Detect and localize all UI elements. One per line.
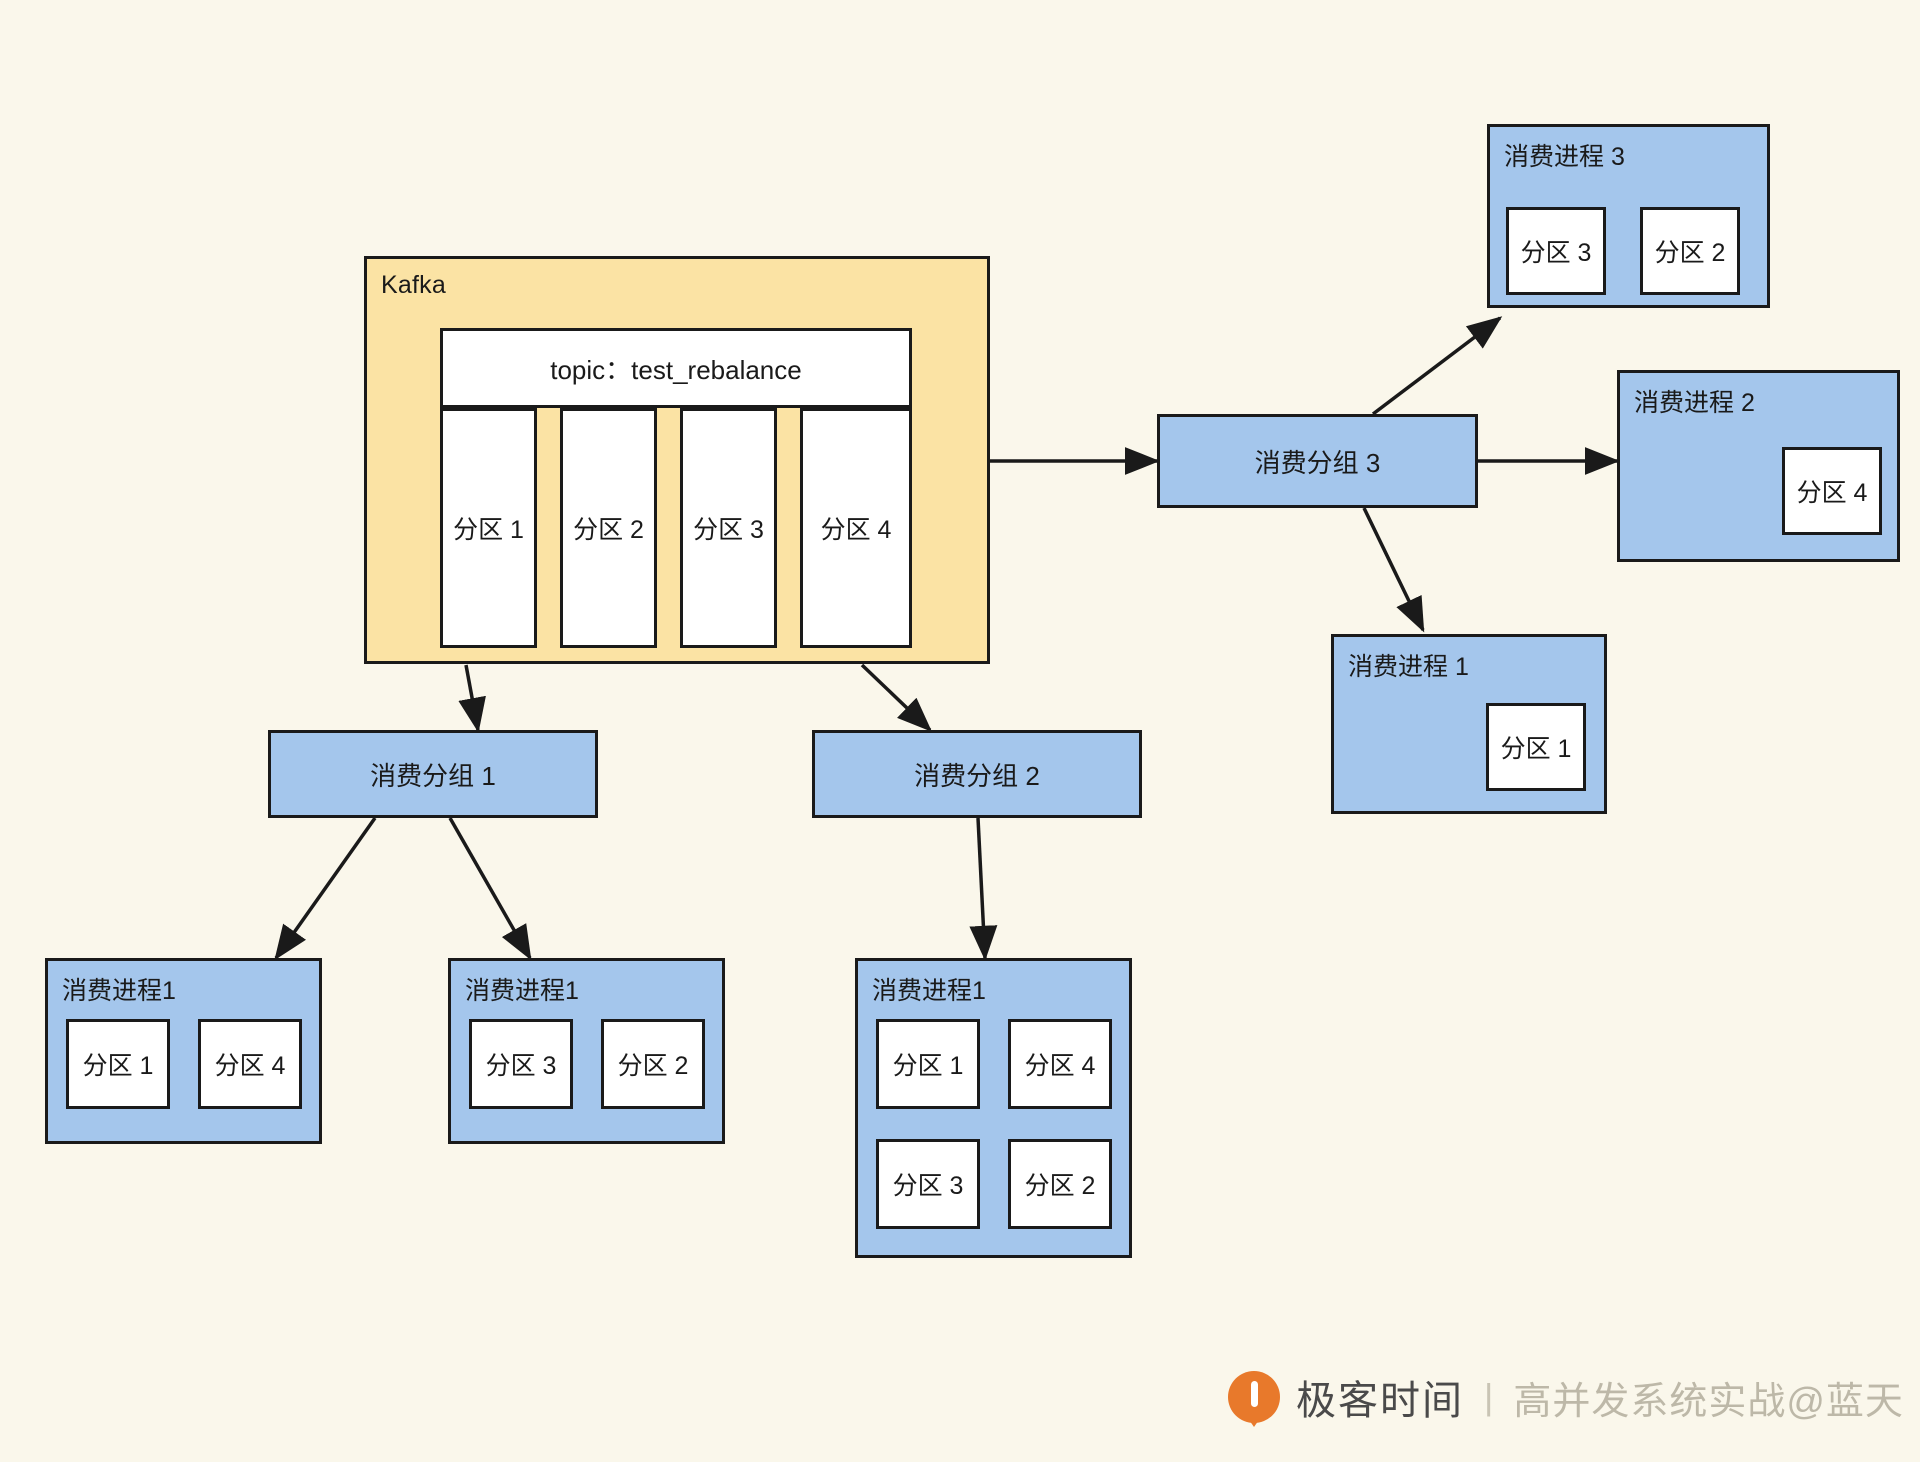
edge-group3-to-proc3: [1371, 316, 1503, 416]
partition-box[interactable]: 分区 2: [601, 1019, 705, 1109]
partition-box[interactable]: 分区 4: [198, 1019, 302, 1109]
consumer-process-g1-2[interactable]: 消费进程1 分区 3 分区 2: [448, 958, 725, 1144]
consumer-process-g1-1[interactable]: 消费进程1 分区 1 分区 4: [45, 958, 322, 1144]
edge-group2-to-proc: [969, 817, 998, 961]
consumer-group-3-label: 消费分组 3: [1254, 447, 1381, 478]
partition-box[interactable]: 分区 1: [876, 1019, 980, 1109]
consumer-group-1[interactable]: 消费分组 1: [268, 730, 598, 818]
edge-group3-to-proc1: [1362, 507, 1425, 633]
kafka-partition-2[interactable]: 分区 2: [560, 408, 657, 648]
consumer-process-g3-1[interactable]: 消费进程 1 分区 1: [1331, 634, 1607, 814]
consumer-process-g1-1-label: 消费进程1: [62, 977, 176, 1005]
partition-label: 分区 3: [1520, 239, 1592, 267]
watermark: 极客时间 | 高并发系统实战@蓝天: [1228, 1368, 1904, 1427]
kafka-partition-3-label: 分区 3: [693, 516, 764, 544]
edge-group1-to-proc-a: [274, 816, 377, 961]
kafka-partition-1-label: 分区 1: [453, 516, 524, 544]
kafka-label: Kafka: [381, 271, 446, 299]
partition-box[interactable]: 分区 2: [1640, 207, 1740, 295]
partition-label: 分区 1: [892, 1052, 964, 1080]
partition-box[interactable]: 分区 3: [469, 1019, 573, 1109]
partition-label: 分区 3: [485, 1052, 557, 1080]
consumer-group-1-label: 消费分组 1: [370, 760, 496, 791]
partition-box[interactable]: 分区 2: [1008, 1139, 1112, 1229]
watermark-brand: 极客时间: [1296, 1379, 1464, 1423]
partition-label: 分区 1: [82, 1052, 154, 1080]
consumer-process-g1-2-label: 消费进程1: [465, 977, 579, 1005]
partition-label: 分区 4: [214, 1052, 286, 1080]
kafka-topic-label: topic：test_rebalance: [550, 354, 802, 385]
partition-box[interactable]: 分区 3: [1506, 207, 1606, 295]
consumer-process-g2-1[interactable]: 消费进程1 分区 1 分区 4 分区 3 分区 2: [855, 958, 1132, 1258]
watermark-subtitle: 高并发系统实战@蓝天: [1513, 1380, 1904, 1423]
partition-label: 分区 4: [1796, 479, 1868, 507]
consumer-group-2-label: 消费分组 2: [914, 760, 1040, 791]
partition-box[interactable]: 分区 4: [1008, 1019, 1112, 1109]
consumer-process-g2-1-label: 消费进程1: [872, 977, 986, 1005]
partition-box[interactable]: 分区 1: [1486, 703, 1586, 791]
kafka-topic-header[interactable]: topic：test_rebalance: [440, 328, 912, 408]
partition-label: 分区 4: [1024, 1052, 1096, 1080]
partition-label: 分区 2: [617, 1052, 689, 1080]
consumer-process-g3-3[interactable]: 消费进程 3 分区 3 分区 2: [1487, 124, 1770, 308]
partition-label: 分区 1: [1500, 735, 1572, 763]
kafka-partition-3[interactable]: 分区 3: [680, 408, 777, 648]
partition-label: 分区 2: [1024, 1172, 1096, 1200]
edge-kafka-to-group1: [458, 664, 486, 733]
edge-kafka-to-group2: [860, 663, 933, 732]
consumer-process-g3-3-label: 消费进程 3: [1504, 143, 1625, 171]
consumer-group-2[interactable]: 消费分组 2: [812, 730, 1142, 818]
edge-group1-to-proc-b: [448, 817, 532, 961]
partition-box[interactable]: 分区 3: [876, 1139, 980, 1229]
partition-box[interactable]: 分区 4: [1782, 447, 1882, 535]
kafka-partition-4-label: 分区 4: [820, 516, 892, 544]
partition-box[interactable]: 分区 1: [66, 1019, 170, 1109]
kafka-partition-4[interactable]: 分区 4: [800, 408, 912, 648]
consumer-process-g3-1-label: 消费进程 1: [1348, 653, 1469, 681]
kafka-partition-2-label: 分区 2: [573, 516, 644, 544]
kafka-partition-1[interactable]: 分区 1: [440, 408, 537, 648]
partition-label: 分区 3: [892, 1172, 964, 1200]
consumer-process-g3-2[interactable]: 消费进程 2 分区 4: [1617, 370, 1900, 562]
geekbang-logo-icon: [1228, 1371, 1280, 1427]
partition-label: 分区 2: [1654, 239, 1726, 267]
watermark-divider: |: [1484, 1376, 1494, 1417]
consumer-process-g3-2-label: 消费进程 2: [1634, 389, 1755, 417]
consumer-group-3[interactable]: 消费分组 3: [1157, 414, 1478, 508]
